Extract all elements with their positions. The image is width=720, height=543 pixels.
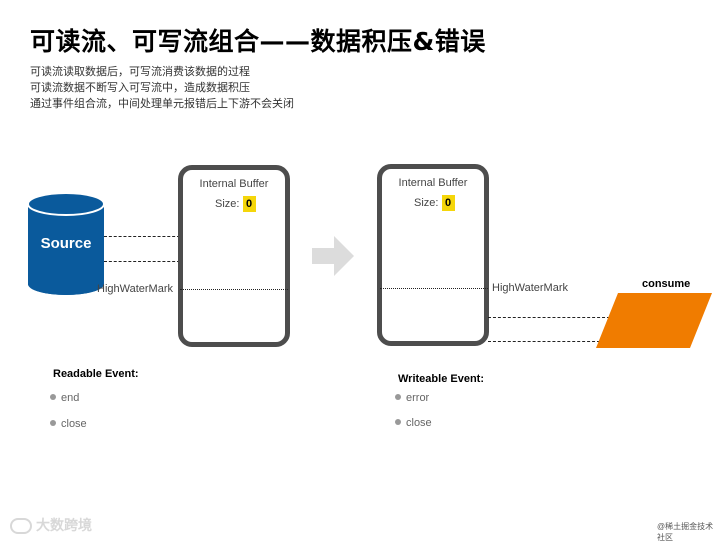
writable-event-close-label: close <box>406 417 432 429</box>
consume-flow-line-bottom <box>488 341 600 342</box>
readable-event-close: close <box>50 418 87 430</box>
bullet-icon <box>395 394 401 401</box>
description-line-3: 通过事件组合流，中间处理单元报错后上下游不会关闭 <box>30 97 294 110</box>
consume-flow-line-top <box>488 317 610 318</box>
slide-title: 可读流、可写流组合——数据积压&错误 <box>30 27 486 56</box>
description-line-2: 可读流数据不断写入可写流中，造成数据积压 <box>30 81 250 94</box>
writable-highwatermark-label: HighWaterMark <box>492 282 568 294</box>
readable-events-title: Readable Event: <box>53 368 139 380</box>
writable-size-value: 0 <box>441 195 455 211</box>
writable-highwatermark-line <box>380 288 488 289</box>
readable-event-end-label: end <box>61 392 80 404</box>
writable-size-label: Size: <box>414 197 439 209</box>
footer-left-text: 大数跨境 <box>36 517 92 533</box>
footer-watermark-left: 大数跨境 <box>10 515 92 535</box>
readable-highwatermark-line <box>180 289 288 290</box>
readable-internal-buffer: Internal Buffer Size: 0 <box>178 165 290 347</box>
source-flow-line-top <box>104 236 180 237</box>
bullet-icon <box>50 420 56 427</box>
source-flow-line-bottom <box>104 261 180 262</box>
source-label: Source <box>40 235 92 252</box>
readable-size-label: Size: <box>215 198 240 210</box>
parallelogram-icon <box>596 293 712 348</box>
bullet-icon <box>50 394 56 401</box>
logo-icon <box>10 518 32 535</box>
source-database: Source <box>26 192 106 296</box>
writable-buffer-label: Internal Buffer <box>398 177 468 189</box>
readable-event-close-label: close <box>61 418 87 430</box>
flow-arrow <box>312 236 354 276</box>
footer-watermark-right: @稀土掘金技术社区 <box>657 522 714 542</box>
description-line-1: 可读流读取数据后，可写流消费该数据的过程 <box>30 65 250 78</box>
readable-size-row: Size: 0 <box>215 196 256 212</box>
writable-event-error-label: error <box>406 392 430 404</box>
writable-size-row: Size: 0 <box>414 195 455 211</box>
consumer-shape <box>596 293 712 348</box>
consume-label: consume <box>642 278 691 290</box>
readable-event-end: end <box>50 392 79 404</box>
writable-event-close: close <box>395 417 432 429</box>
database-icon <box>27 192 105 295</box>
readable-size-value: 0 <box>242 196 256 212</box>
writable-internal-buffer: Internal Buffer Size: 0 <box>377 164 489 346</box>
writable-events-title: Writeable Event: <box>398 373 484 385</box>
readable-highwatermark-label: HighWaterMark <box>97 283 173 295</box>
readable-buffer-label: Internal Buffer <box>199 178 269 190</box>
arrow-right-icon <box>312 236 354 276</box>
writable-event-error: error <box>395 392 429 404</box>
bullet-icon <box>395 419 401 426</box>
